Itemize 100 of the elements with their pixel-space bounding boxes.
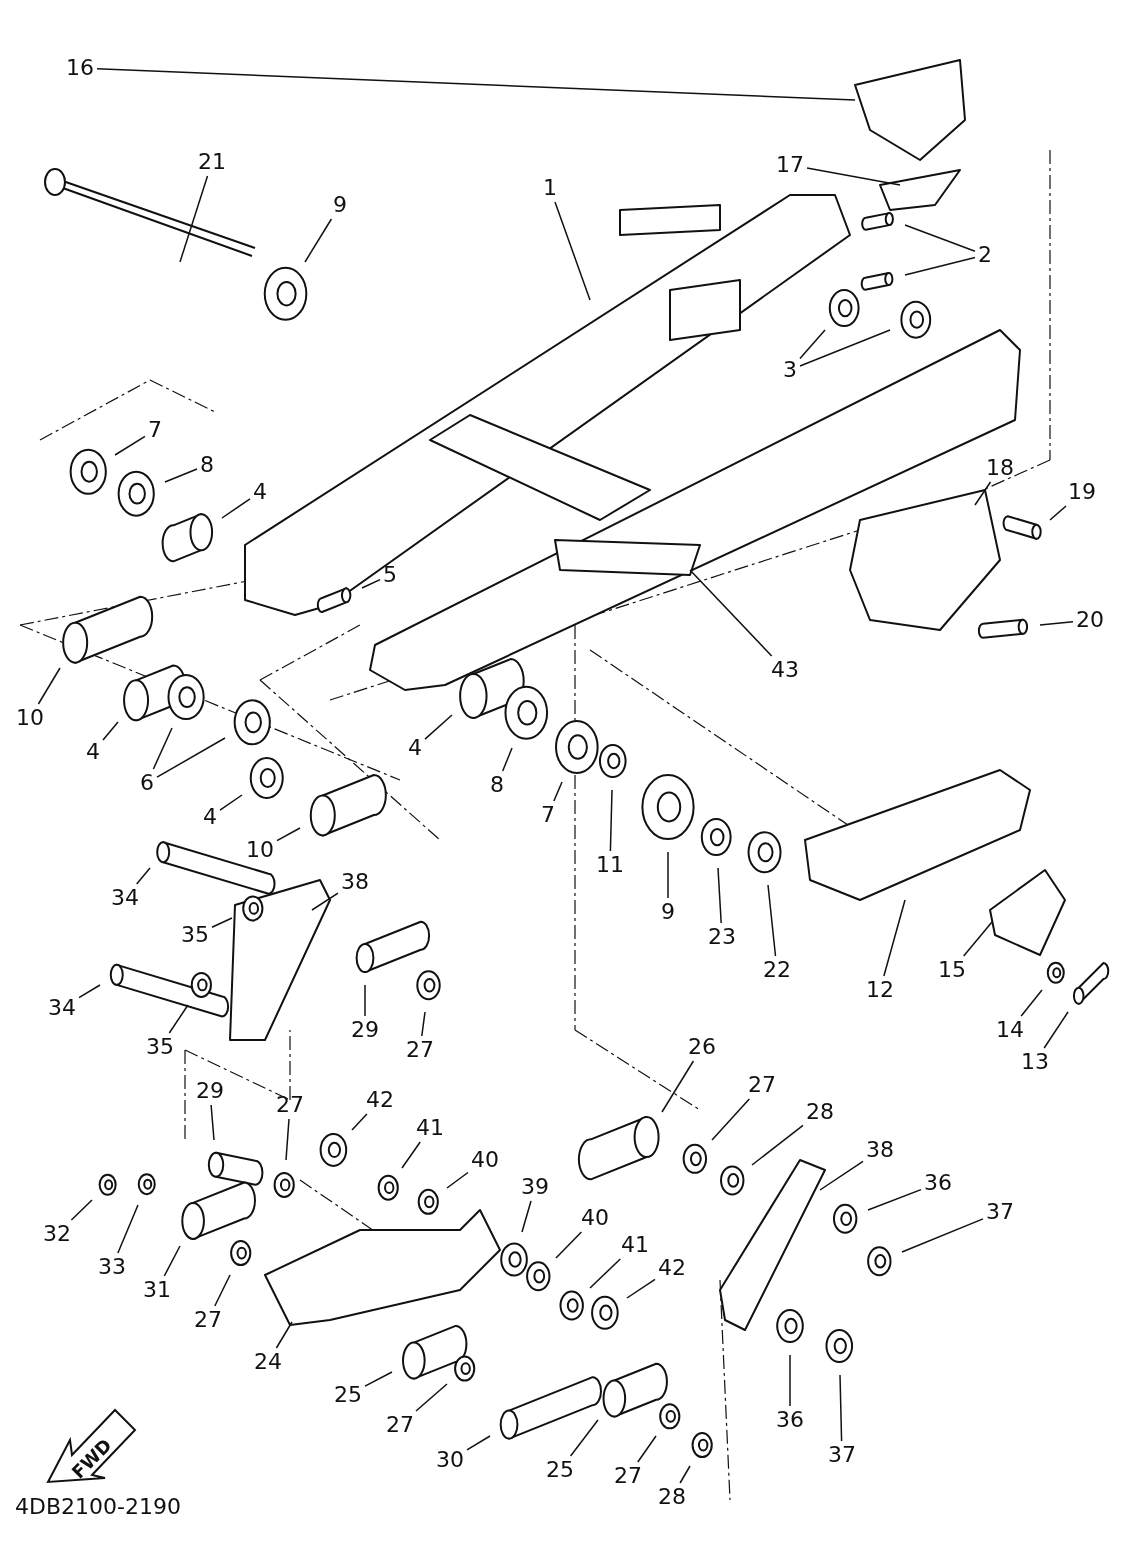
callout-number: 22 — [762, 958, 792, 982]
leader-line — [799, 329, 826, 360]
callout-number: 19 — [1067, 480, 1097, 504]
callout-number: 9 — [332, 193, 348, 217]
callout-number: 28 — [805, 1100, 835, 1124]
callout-number: 36 — [923, 1171, 953, 1195]
leader-line — [156, 737, 226, 778]
callout-number: 27 — [613, 1464, 643, 1488]
leader-line — [179, 175, 209, 263]
leader-line — [789, 1354, 791, 1407]
callout-number: 4 — [85, 740, 101, 764]
leader-line — [962, 921, 993, 957]
leader-line — [96, 67, 856, 101]
callout-number: 38 — [865, 1138, 895, 1162]
callout-number: 25 — [545, 1458, 575, 1482]
callout-number: 10 — [245, 838, 275, 862]
leader-line — [901, 1218, 984, 1253]
callout-number: 29 — [195, 1079, 225, 1103]
callout-number: 35 — [180, 923, 210, 947]
leader-line — [569, 1419, 599, 1457]
leader-line — [424, 714, 453, 740]
leader-line — [78, 984, 101, 999]
leader-line — [751, 1124, 804, 1166]
callout-number: 4 — [407, 736, 423, 760]
leader-line — [214, 1274, 231, 1307]
callout-number: 27 — [405, 1038, 435, 1062]
leader-line — [555, 1231, 583, 1259]
callout-number: 6 — [139, 771, 155, 795]
leader-line — [1043, 1011, 1069, 1049]
callout-number: 4 — [252, 480, 268, 504]
leader-line — [211, 917, 233, 928]
callout-number: 35 — [145, 1035, 175, 1059]
leader-line — [679, 1465, 691, 1484]
leader-line — [661, 1060, 695, 1113]
callout-number: 27 — [747, 1073, 777, 1097]
callout-number: 30 — [435, 1448, 465, 1472]
leader-line — [717, 867, 722, 924]
leader-line — [553, 781, 563, 802]
leader-line — [361, 578, 381, 589]
leader-line — [799, 329, 891, 367]
callout-number: 4 — [202, 805, 218, 829]
callout-number: 18 — [985, 456, 1015, 480]
callout-number: 34 — [110, 886, 140, 910]
leader-line — [1049, 505, 1067, 521]
leader-line — [767, 884, 777, 957]
leader-line — [163, 1245, 181, 1277]
leader-line — [806, 167, 901, 186]
leader-line — [883, 899, 906, 977]
leader-line — [637, 1435, 657, 1463]
callout-number: 1 — [542, 176, 558, 200]
leader-line — [168, 1004, 189, 1034]
leader-line — [219, 794, 243, 811]
leader-line — [152, 727, 173, 770]
leader-line — [285, 1118, 290, 1161]
callout-number: 8 — [199, 453, 215, 477]
callout-number: 33 — [97, 1255, 127, 1279]
leader-line — [364, 984, 366, 1017]
callout-number: 39 — [520, 1175, 550, 1199]
leader-line — [839, 1374, 843, 1442]
callout-number: 37 — [827, 1443, 857, 1467]
leader-line — [351, 1113, 368, 1131]
callout-number: 25 — [333, 1383, 363, 1407]
part-code: 4DB2100-2190 — [15, 1494, 181, 1519]
leader-line — [819, 1160, 864, 1191]
callout-number: 29 — [350, 1018, 380, 1042]
leader-line — [304, 218, 333, 263]
leader-line — [974, 481, 992, 506]
callout-number: 43 — [770, 658, 800, 682]
callout-number: 31 — [142, 1278, 172, 1302]
leader-line — [421, 1011, 426, 1037]
callout-number: 28 — [657, 1485, 687, 1509]
callout-number: 20 — [1075, 608, 1105, 632]
leader-line — [667, 851, 669, 899]
callout-number: 36 — [775, 1408, 805, 1432]
callout-number: 42 — [365, 1088, 395, 1112]
leader-line — [276, 827, 301, 842]
callout-number: 8 — [489, 773, 505, 797]
callout-number: 40 — [470, 1148, 500, 1172]
callout-number: 23 — [707, 925, 737, 949]
leader-line — [904, 224, 976, 253]
leader-line — [626, 1278, 656, 1299]
callout-number: 15 — [937, 958, 967, 982]
leader-line — [521, 1200, 532, 1233]
leader-line — [415, 1383, 448, 1412]
leader-line — [609, 789, 613, 852]
callout-number: 7 — [147, 418, 163, 442]
leader-line — [689, 569, 773, 657]
callout-number: 9 — [660, 900, 676, 924]
leader-line — [117, 1204, 139, 1254]
callout-number: 7 — [540, 803, 556, 827]
callout-number: 38 — [340, 870, 370, 894]
leader-line — [210, 1104, 215, 1141]
leader-line — [135, 867, 151, 885]
leader-line — [311, 892, 339, 911]
leader-line — [904, 256, 976, 276]
leader-line — [221, 498, 251, 519]
callout-number: 16 — [65, 56, 95, 80]
callout-number: 3 — [782, 358, 798, 382]
leader-line — [1039, 620, 1074, 626]
callout-number: 13 — [1020, 1050, 1050, 1074]
